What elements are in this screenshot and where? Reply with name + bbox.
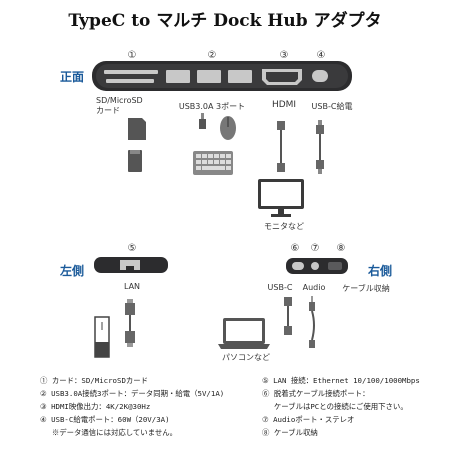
note-line: ※データ通信には対応していません。 xyxy=(40,428,178,437)
audio-cable-icon xyxy=(309,296,315,348)
port-number-1: ① xyxy=(127,50,137,61)
monitor-icon xyxy=(258,179,304,217)
note-line: ⑦ Audioポート・ステレオ xyxy=(262,415,355,424)
port-label-lan: LAN xyxy=(123,282,141,291)
note-line: ⑧ ケーブル収納 xyxy=(262,428,318,437)
note-line: ⑤ LAN 接続：Ethernet 10/100/1000Mbps xyxy=(262,376,420,385)
laptop-icon xyxy=(218,318,270,349)
lan-cable-icon xyxy=(125,299,135,347)
router-icon xyxy=(94,316,110,358)
sd-card-icon xyxy=(128,118,146,172)
right-side-hub xyxy=(286,258,348,274)
usb-c-cable-icon xyxy=(316,120,324,174)
port-number-5: ⑤ xyxy=(127,243,137,254)
usb-c-power-port xyxy=(312,70,328,82)
port-label-audio: Audio xyxy=(302,283,326,292)
port-label-sd: SD/MicroSD カード xyxy=(96,96,143,115)
port-label-cable-storage: ケーブル収納 xyxy=(342,284,390,293)
left-side-label: 左側 xyxy=(60,264,85,278)
notes-right: ⑤ LAN 接続：Ethernet 10/100/1000Mbps ⑥ 脱着式ケ… xyxy=(262,374,420,439)
port-label-usb3: USB3.0A 3ポート xyxy=(178,102,246,111)
usb-c-cable-right-icon xyxy=(284,297,292,335)
port-number-4: ④ xyxy=(316,50,326,61)
left-side-hub xyxy=(94,257,168,273)
hdmi-port xyxy=(262,69,302,85)
port-label-usbc-detachable: USB-C xyxy=(267,283,293,292)
hdmi-cable-icon xyxy=(277,121,285,172)
note-line: ① カード：SD/MicroSDカード xyxy=(40,376,149,385)
right-side-label: 右側 xyxy=(368,264,393,278)
usb-a-ports xyxy=(166,70,252,83)
notes-left: ① カード：SD/MicroSDカード ② USB3.0A接続3ポート：データ同… xyxy=(40,374,224,439)
usb-stick-icon xyxy=(199,113,206,129)
keyboard-icon xyxy=(193,151,233,175)
pc-caption: パソコンなど xyxy=(222,353,270,362)
port-number-6: ⑥ xyxy=(290,243,300,254)
note-line: ④ USB-C給電ポート：60W（20V/3A) xyxy=(40,415,170,424)
port-number-8: ⑧ xyxy=(336,243,346,254)
port-number-3: ③ xyxy=(279,50,289,61)
note-line: ケーブルはPCとの接続にご使用下さい。 xyxy=(262,402,408,411)
port-label-hdmi: HDMI xyxy=(271,100,297,110)
monitor-caption: モニタなど xyxy=(264,222,304,231)
note-line: ② USB3.0A接続3ポート：データ同期・給電（5V/1A) xyxy=(40,389,225,398)
page-title: TypeC to マルチ Dock Hub アダプタ xyxy=(68,11,382,31)
port-number-2: ② xyxy=(207,50,217,61)
front-side-label: 正面 xyxy=(60,70,85,84)
port-label-usbc-power: USB-C給電 xyxy=(311,102,353,111)
note-line: ③ HDMI映像出力：4K/2K@30Hz xyxy=(40,402,151,411)
port-number-7: ⑦ xyxy=(310,243,320,254)
note-line: ⑥ 脱着式ケーブル接続ポート： xyxy=(262,389,370,398)
mouse-icon xyxy=(220,116,236,140)
sd-card-slots xyxy=(104,70,158,83)
